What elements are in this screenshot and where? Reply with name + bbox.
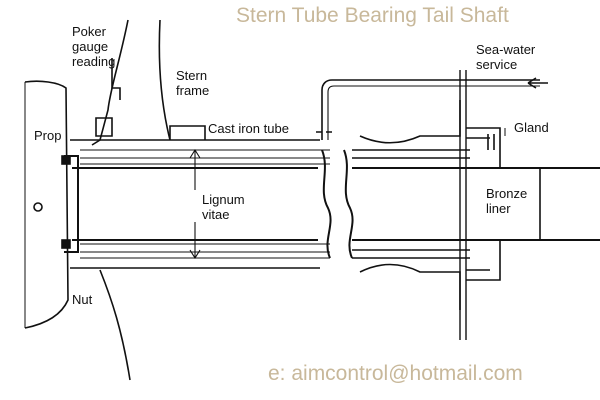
sea-water-pipe (316, 79, 540, 140)
label-bronze-liner: Bronze liner (486, 186, 527, 216)
label-prop: Prop (34, 128, 62, 143)
label-stern-line2: frame (176, 83, 210, 98)
tube-flange-bottom (359, 263, 461, 310)
poker-gauge-leader (111, 58, 121, 100)
stern-frame-lower (99, 269, 131, 381)
break-left (321, 149, 332, 259)
watermark-title: Stern Tube Bearing Tail Shaft (236, 4, 509, 27)
label-poker-line1: Poker (72, 24, 106, 39)
poker-gauge-plug (95, 117, 113, 137)
bearing-line-bottom (80, 243, 330, 259)
label-sea-water-line1: Sea-water (476, 42, 536, 57)
break-right (343, 149, 354, 259)
stern-frame-outline (91, 19, 129, 146)
stern-tube-bottom-right (352, 249, 470, 259)
label-lignum-line1: Lignum (202, 192, 245, 207)
label-sea-water-line2: service (476, 57, 518, 72)
lignum-leader-top (189, 148, 201, 190)
watermark-email: e: aimcontrol@hotmail.com (268, 362, 523, 385)
tube-flange-top (359, 100, 461, 144)
gland-stud-top (487, 134, 495, 150)
stern-tube-top (70, 125, 320, 141)
bearing-line-top (80, 149, 330, 165)
label-poker-line3: reading (72, 54, 116, 69)
prop-nut (64, 155, 79, 253)
prop-seal-top (61, 155, 71, 165)
prop-seal-bottom (61, 239, 71, 249)
label-lignum-line2: vitae (202, 207, 230, 222)
stern-frame-boss (158, 19, 171, 141)
label-sea-water-service: Sea-water service (476, 42, 535, 72)
bulkhead (459, 70, 467, 340)
label-poker-line2: gauge (72, 39, 109, 54)
label-bronze-line1: Bronze (486, 186, 528, 201)
label-gland: Gland (514, 120, 549, 135)
label-stern-frame: Stern frame (176, 68, 209, 98)
gland-bottom (466, 240, 501, 281)
sea-water-pipe-inner (327, 85, 540, 140)
lignum-leader-bottom (189, 222, 201, 260)
tail-shaft-right (352, 167, 600, 241)
sea-water-arrow (527, 77, 548, 89)
gland-top (466, 127, 501, 168)
propeller-hub (24, 80, 69, 329)
label-stern-line1: Stern (176, 68, 208, 83)
label-nut: Nut (72, 292, 93, 307)
label-lignum-vitae: Lignum vitae (202, 192, 245, 222)
stern-tube-top-right (352, 149, 470, 159)
label-cast-iron-tube: Cast iron tube (208, 121, 289, 136)
propeller-bolt-hole (33, 202, 43, 212)
label-poker-gauge: Poker gauge reading (72, 24, 115, 69)
label-bronze-line2: liner (486, 201, 511, 216)
